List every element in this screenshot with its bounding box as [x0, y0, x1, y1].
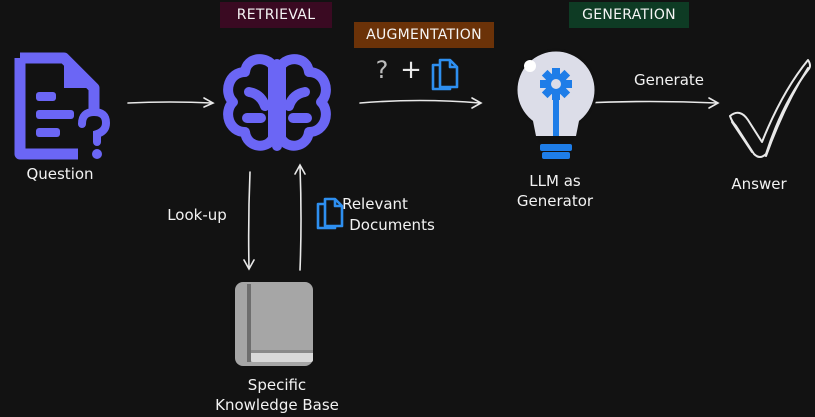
- brain-icon: [223, 54, 331, 151]
- answer-label: Answer: [731, 175, 787, 193]
- augmentation-tag: AUGMENTATION: [354, 22, 494, 48]
- llm-label-line2: Generator: [516, 192, 594, 210]
- knowledge-base-label-line1: Specific: [247, 376, 307, 394]
- relevant-label-line2: Documents: [349, 216, 435, 234]
- lightbulb-gear-icon: [514, 48, 598, 159]
- plus-icon: +: [400, 55, 422, 85]
- arrow-retrieval-to-llm: [359, 99, 481, 104]
- relevant-label-line1: Relevant: [342, 195, 408, 213]
- book-icon: [235, 282, 313, 366]
- generate-label: Generate: [633, 71, 705, 89]
- checkmark-icon: [729, 59, 811, 158]
- arrow-relevant: [299, 165, 302, 271]
- question-label: Question: [26, 165, 94, 183]
- arrow-question-to-retrieval: [127, 101, 213, 104]
- llm-label-line1: LLM as: [529, 172, 581, 190]
- arrow-lookup: [247, 171, 251, 269]
- generation-tag: GENERATION: [569, 2, 689, 28]
- question-document-icon: [14, 52, 111, 160]
- arrow-llm-to-answer: [581, 100, 718, 104]
- relevant-documents-icon: [316, 197, 344, 230]
- knowledge-base-label-line2: Knowledge Base: [215, 396, 339, 414]
- retrieval-tag: RETRIEVAL: [220, 2, 332, 28]
- documents-icon: [431, 58, 459, 91]
- question-mark-icon: ?: [375, 56, 389, 84]
- lookup-label: Look-up: [167, 206, 227, 224]
